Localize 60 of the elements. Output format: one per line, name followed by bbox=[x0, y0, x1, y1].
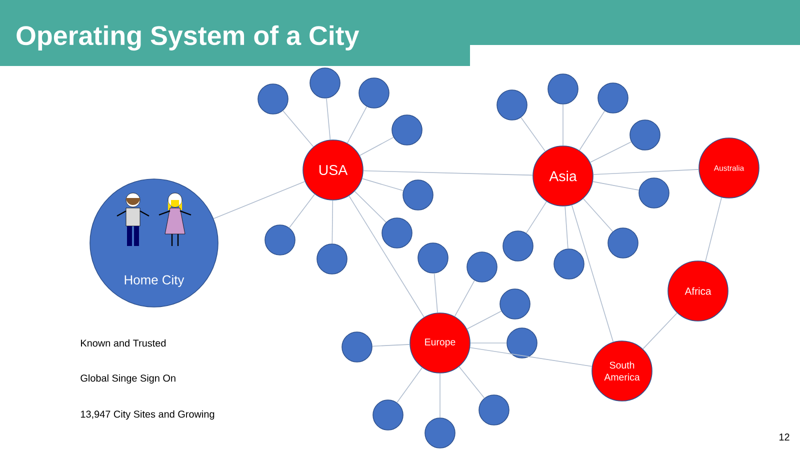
note-text: 13,947 City Sites and Growing bbox=[80, 410, 214, 420]
connector-line bbox=[359, 136, 394, 156]
city-circle bbox=[478, 394, 510, 426]
connector-line bbox=[348, 195, 424, 318]
city-circle bbox=[424, 418, 456, 448]
connector-line bbox=[454, 280, 475, 317]
city-circle bbox=[496, 90, 528, 120]
connector-line bbox=[470, 347, 592, 367]
connector-line bbox=[526, 201, 547, 234]
city-circle bbox=[358, 78, 390, 108]
page-number: 12 bbox=[779, 434, 790, 440]
connector-line bbox=[434, 272, 438, 314]
city-circle bbox=[382, 218, 412, 248]
connector-line bbox=[520, 117, 546, 152]
city-circle bbox=[554, 248, 584, 280]
connector-line bbox=[396, 367, 423, 403]
connector-line bbox=[288, 194, 316, 228]
connector-line bbox=[582, 198, 614, 232]
connector-line bbox=[282, 110, 314, 148]
city-circle bbox=[466, 252, 498, 282]
city-circle bbox=[638, 178, 670, 208]
connector-line bbox=[354, 190, 386, 223]
city-circle bbox=[598, 82, 628, 114]
city-circle bbox=[418, 242, 448, 274]
connector-line bbox=[642, 312, 678, 350]
city-circle bbox=[548, 74, 578, 104]
connector-line bbox=[571, 204, 614, 342]
city-circle bbox=[402, 180, 434, 210]
city-circle bbox=[372, 400, 404, 430]
city-circle bbox=[608, 228, 638, 258]
connector-line bbox=[362, 178, 404, 192]
city-circle bbox=[316, 244, 348, 274]
connector-line bbox=[592, 169, 700, 175]
city-circle bbox=[500, 288, 530, 320]
city-circle bbox=[342, 332, 372, 362]
note-text: Global Singe Sign On bbox=[80, 374, 176, 384]
city-circle bbox=[392, 114, 422, 146]
connector-line bbox=[326, 98, 331, 140]
connector-line bbox=[372, 344, 410, 347]
connector-line bbox=[592, 181, 640, 191]
connector-line bbox=[213, 181, 306, 220]
city-circle bbox=[502, 230, 534, 262]
city-circle bbox=[258, 84, 288, 114]
connector-line bbox=[332, 200, 334, 244]
connector-line bbox=[590, 141, 632, 163]
connector-line bbox=[579, 110, 606, 151]
city-circle bbox=[310, 68, 340, 98]
connector-line bbox=[564, 206, 568, 250]
connector-line bbox=[470, 342, 507, 344]
city-circle bbox=[506, 328, 538, 358]
city-circle bbox=[264, 224, 296, 256]
city-circle bbox=[630, 120, 660, 150]
note-text: Known and Trusted bbox=[81, 339, 166, 347]
connector-line bbox=[346, 106, 368, 144]
connector-line bbox=[466, 310, 502, 330]
connector-line bbox=[705, 197, 722, 262]
connector-line bbox=[363, 170, 534, 176]
connector-line bbox=[458, 366, 485, 398]
title-banner: Operating System of a City bbox=[0, 0, 800, 66]
connector-line bbox=[562, 104, 564, 146]
